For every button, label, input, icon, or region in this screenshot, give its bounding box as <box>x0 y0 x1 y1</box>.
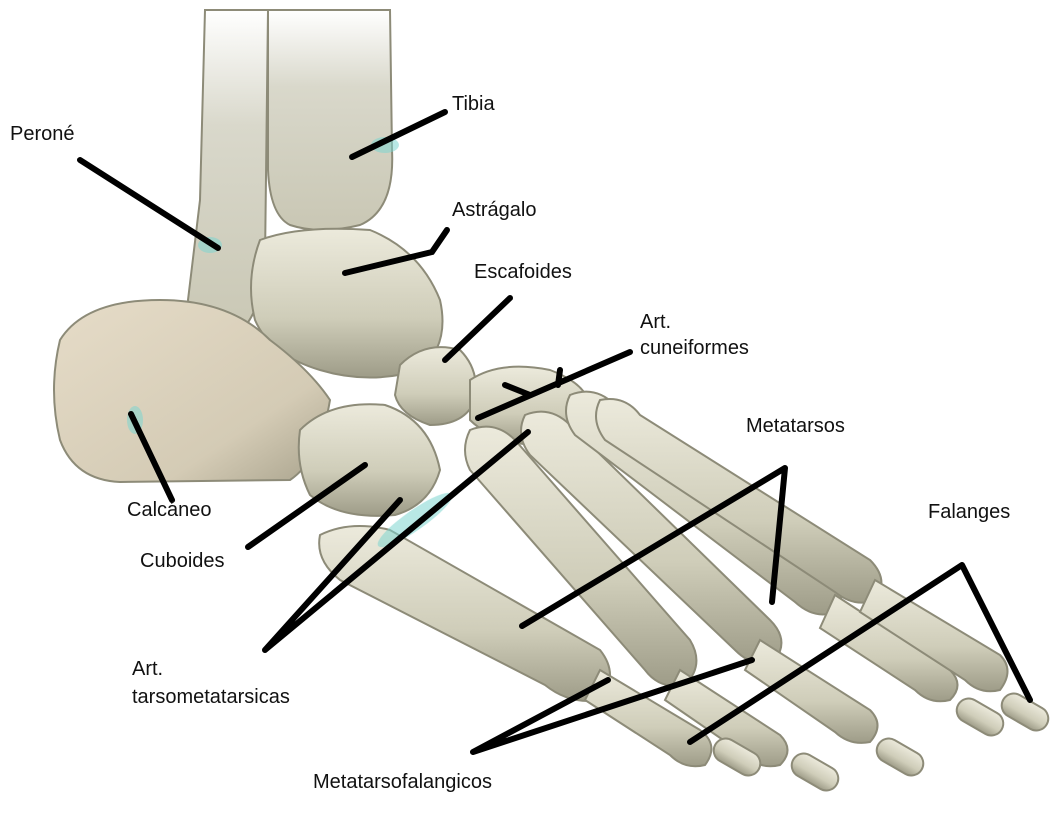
label-art-tarsometatarsicas-line1: Art. <box>132 657 163 681</box>
toe-4 <box>952 694 1007 740</box>
bones <box>54 10 1053 795</box>
label-art-cuneiformes-line2: cuneiformes <box>640 336 749 360</box>
leader-perone <box>80 160 218 248</box>
tibia-bone <box>268 10 392 230</box>
navicular-bone <box>395 347 476 425</box>
label-art-cuneiformes-line1: Art. <box>640 310 671 334</box>
label-falanges: Falanges <box>928 500 1010 524</box>
label-metatarsos: Metatarsos <box>746 414 845 438</box>
label-cuboides: Cuboides <box>140 549 225 573</box>
label-art-tarsometatarsicas-line2: tarsometatarsicas <box>132 685 290 709</box>
label-tibia: Tibia <box>452 92 495 116</box>
label-perone: Peroné <box>10 122 75 146</box>
leader-escafoides <box>445 298 510 360</box>
label-escafoides: Escafoides <box>474 260 572 284</box>
label-metatarsofalangicos: Metatarsofalangicos <box>313 770 492 794</box>
toe-2 <box>787 749 842 795</box>
toe-3 <box>872 734 927 780</box>
label-astragalo: Astrágalo <box>452 198 537 222</box>
label-calcaneo: Calcáneo <box>127 498 212 522</box>
